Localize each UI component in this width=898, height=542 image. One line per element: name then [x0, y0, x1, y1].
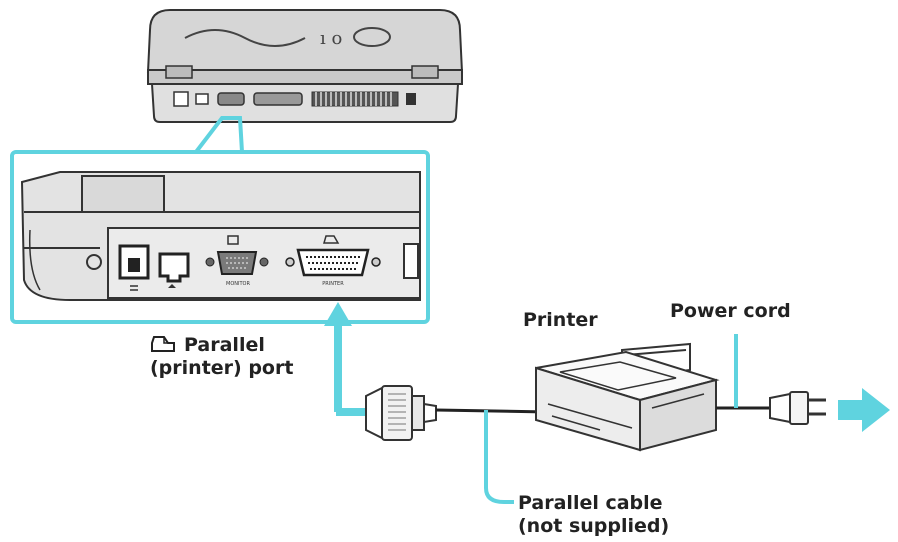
laptop-vent — [312, 92, 398, 106]
parallel-cable-leader — [486, 410, 514, 502]
monitor-port-label: MONITOR — [226, 281, 250, 287]
parallel-cable-label: Parallel cable (not supplied) — [518, 492, 669, 538]
parallel-port-label-line1: Parallel — [184, 334, 265, 356]
printer-port-label: PRINTER — [322, 281, 344, 287]
parallel-cable-label-line2: (not supplied) — [518, 515, 669, 538]
printer — [536, 344, 716, 450]
parallel-port-label: Parallel (printer) port — [150, 334, 293, 380]
parallel-cable-connector — [366, 386, 436, 440]
printer-port-icon — [150, 334, 176, 354]
parallel-cable — [436, 410, 548, 412]
svg-text:ı o: ı o — [320, 28, 342, 49]
parallel-cable-label-line1: Parallel cable — [518, 492, 669, 515]
power-cord — [716, 334, 826, 424]
printer-label: Printer — [523, 309, 598, 332]
arrow-right-icon — [838, 388, 890, 432]
laptop-closed: ı o — [148, 10, 462, 122]
parallel-port-label-line2: (printer) port — [150, 357, 293, 380]
rear-panel-closeup: MONITOR PRINTER — [22, 172, 420, 300]
power-cord-label: Power cord — [670, 300, 791, 323]
power-plug-icon — [770, 392, 826, 424]
